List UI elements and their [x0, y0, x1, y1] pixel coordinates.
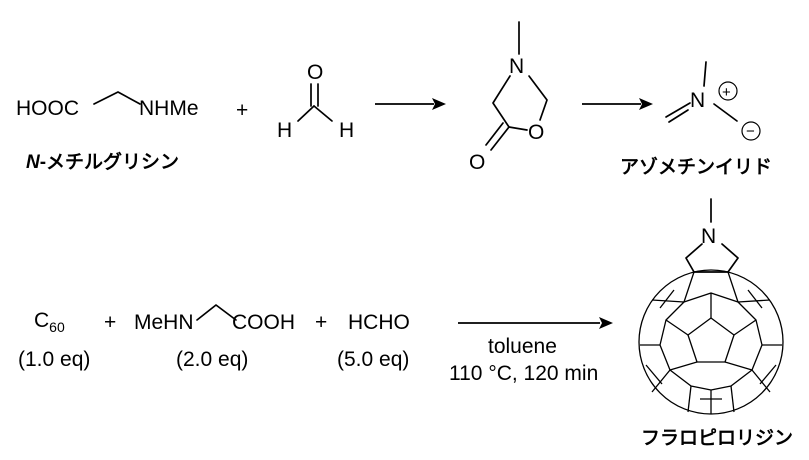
formaldehyde-h-left: H: [277, 119, 292, 142]
c60-label: C60: [34, 309, 65, 335]
plus-sign-1: +: [236, 99, 248, 122]
plus-charge: +: [722, 84, 731, 101]
sarcosine-structure: HOOC NHMe: [16, 91, 199, 120]
cooh-label: COOH: [232, 311, 295, 334]
solvent-label: toluene: [488, 335, 557, 358]
pyrrolidine-n: N: [701, 225, 716, 248]
reaction-arrow-3: [458, 317, 613, 329]
c60-c: C: [34, 309, 49, 332]
ring-oxygen: O: [528, 121, 544, 144]
hcho-eq: (5.0 eq): [337, 348, 409, 371]
minus-charge-circle: [741, 121, 761, 141]
ring-bond-n-c-c: [492, 75, 511, 128]
formaldehyde-h-right: H: [339, 119, 354, 142]
carbonyl-bond-a: [490, 126, 510, 151]
carbonyl-oxygen: O: [469, 151, 485, 174]
formaldehyde-structure: O H H: [277, 61, 354, 142]
reaction-arrow-1: [375, 98, 446, 110]
ylide-double-bond-a: [665, 102, 691, 118]
ylide-n: N: [690, 89, 705, 112]
plus-sign-3: +: [315, 311, 327, 334]
hcho-label: HCHO: [348, 311, 410, 334]
fulleropyrrolidine-name: フラロピロリジン: [641, 427, 793, 449]
pyrrolidine-left-bonds: [685, 243, 703, 273]
sarcosine-name: N-メチルグリシン: [26, 150, 179, 173]
ylide-double-bond-b: [668, 109, 689, 123]
ring-bond-n-c-o: [528, 75, 548, 121]
fulleropyrrolidine-structure: N: [638, 198, 784, 415]
sarcosine-eq: (2.0 eq): [176, 348, 248, 371]
formaldehyde-o: O: [307, 61, 323, 84]
hooc-label: HOOC: [16, 97, 79, 120]
ch-bond-left: [297, 105, 315, 122]
ylide-name: アゾメチンイリド: [620, 156, 772, 178]
plus-sign-2: +: [104, 311, 116, 334]
ch-bond-right: [313, 105, 333, 122]
sarcosine-name-n: N: [26, 152, 41, 173]
oxazolidinone-structure: N O O: [469, 21, 548, 174]
ylide-cn-bond: [713, 103, 738, 122]
sarcosine-name-rest: -メチルグリシン: [40, 150, 179, 173]
ylide-methyl-bond: [703, 61, 707, 87]
plus-charge-circle: [718, 81, 738, 101]
azomethine-ylide-structure: N + −: [665, 61, 761, 141]
nhme-label: NHMe: [139, 97, 199, 120]
sarcosine-2-bonds: [196, 304, 237, 321]
minus-charge: −: [746, 123, 755, 140]
mehn-label: MeHN: [134, 311, 194, 334]
carbonyl-bond-b: [485, 122, 504, 146]
sarcosine-bonds: [93, 91, 141, 105]
oxazolidinone-n: N: [509, 55, 524, 78]
ring-bond-c-o: [508, 126, 528, 131]
conditions-label: 110 °C, 120 min: [449, 362, 598, 385]
c60-subscript: 60: [49, 319, 65, 335]
c60-eq: (1.0 eq): [18, 348, 90, 371]
reaction-arrow-2: [582, 98, 653, 110]
pyrrolidine-right-bonds: [721, 243, 739, 273]
c60-cage: [638, 269, 784, 415]
